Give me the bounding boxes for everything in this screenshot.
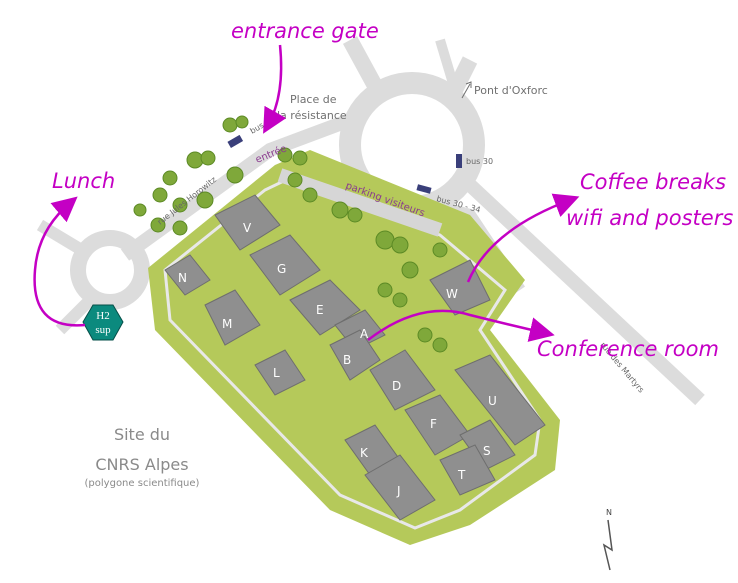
entrance-annotation: entrance gate xyxy=(231,19,379,43)
h2-line1: H2 xyxy=(96,310,109,322)
h2-line2: sup xyxy=(95,324,111,336)
conference-arrow xyxy=(367,309,555,342)
label-B: B xyxy=(343,353,351,367)
label-V: V xyxy=(243,221,252,235)
building-D xyxy=(369,349,436,411)
bus-stop-30-icon xyxy=(456,154,462,168)
building-B xyxy=(329,329,381,381)
parking-strip xyxy=(277,168,443,237)
site-line2: CNRS Alpes xyxy=(95,455,188,474)
site-label: Site du CNRS Alpes (polygone scientifiqu… xyxy=(85,425,200,489)
label-D: D xyxy=(392,379,401,393)
entrance-arrow xyxy=(263,44,287,134)
annotation-arrows xyxy=(33,44,580,342)
building-N xyxy=(164,254,211,296)
bus30-label: bus 30 xyxy=(466,157,493,166)
label-W: W xyxy=(446,287,458,301)
building-W xyxy=(429,259,491,316)
bus-stop-30-34-icon xyxy=(416,184,432,194)
building-M xyxy=(204,289,261,346)
bus-stop-34-icon xyxy=(227,134,244,148)
conference-annotation: Conference room xyxy=(537,337,719,361)
label-A: A xyxy=(360,327,369,341)
building-G xyxy=(249,234,321,296)
building-J xyxy=(364,454,436,521)
label-J: J xyxy=(396,484,401,498)
annotations: entrance gate Lunch Coffee breaks wifi a… xyxy=(52,19,733,361)
building-E xyxy=(289,279,361,336)
label-F: F xyxy=(430,417,437,431)
label-L: L xyxy=(273,366,280,380)
label-S: S xyxy=(483,444,491,458)
label-N: N xyxy=(178,271,187,285)
h2-marker[interactable]: H2 sup xyxy=(82,304,124,341)
site-line3: (polygone scientifique) xyxy=(85,478,200,489)
buildings xyxy=(164,194,546,521)
place-label-1: Place de xyxy=(290,93,337,106)
building-L xyxy=(254,349,306,396)
trees xyxy=(133,115,448,353)
lunch-annotation: Lunch xyxy=(52,169,115,193)
place-label-2: la résistance xyxy=(277,109,347,122)
north-arrow: N xyxy=(602,508,613,571)
label-G: G xyxy=(277,262,286,276)
label-K: K xyxy=(360,446,369,460)
pont-label: Pont d'Oxforc xyxy=(474,84,548,97)
coffee-arrow xyxy=(466,193,580,283)
building-V xyxy=(214,194,281,251)
building-U xyxy=(454,354,546,446)
coffee-annotation: Coffee breaks xyxy=(580,170,726,194)
lunch-arrow xyxy=(33,196,86,327)
label-U: U xyxy=(488,394,497,408)
pont-arrow-icon xyxy=(461,83,471,99)
hexagon-icon xyxy=(82,304,124,341)
label-E: E xyxy=(316,303,324,317)
site-line1: Site du xyxy=(114,425,170,444)
wifi-annotation: wifi and posters xyxy=(566,206,733,230)
label-M: M xyxy=(222,317,232,331)
label-T: T xyxy=(457,468,466,482)
north-arrow-icon xyxy=(602,519,613,571)
building-labels: V G N E M A B L D W U F K S T J xyxy=(178,221,497,498)
north-label: N xyxy=(606,508,612,517)
building-T xyxy=(439,444,496,496)
